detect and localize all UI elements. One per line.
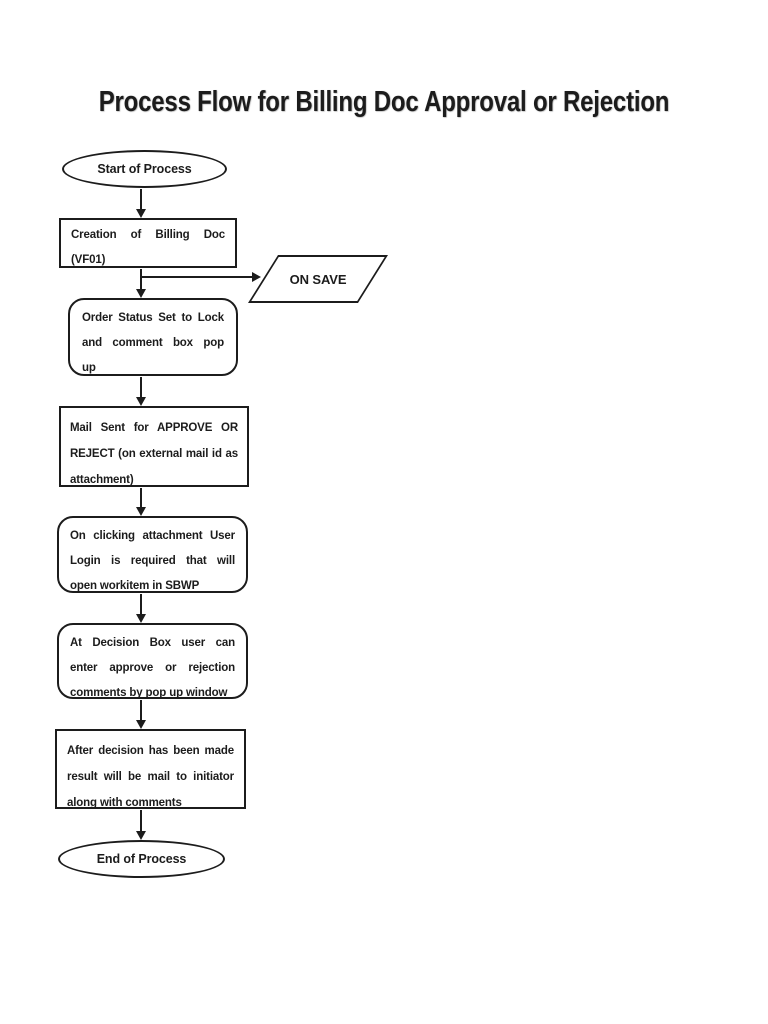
node-text-line: REJECT (on external mail id as <box>70 448 238 460</box>
flow-node-creation-billing-doc: Creation of Billing Doc (VF01) <box>59 218 237 268</box>
arrowhead-down <box>136 720 146 729</box>
arrowhead-down <box>136 614 146 623</box>
page-title: Process Flow for Billing Doc Approval or… <box>98 86 670 118</box>
node-text-line: Mail Sent for APPROVE OR <box>70 422 238 434</box>
node-text-line: Login is required that will <box>70 555 235 567</box>
arrow-line <box>140 189 142 210</box>
connector-start-to-creation <box>136 189 146 218</box>
flow-node-end: End of Process <box>58 840 225 878</box>
node-text-line: Creation of Billing Doc <box>71 229 225 241</box>
connector-decision-to-result-mail <box>136 700 146 729</box>
arrowhead-down <box>136 209 146 218</box>
arrow-line <box>140 810 142 832</box>
arrow-line <box>140 700 142 721</box>
connector-result-mail-to-end <box>136 810 146 840</box>
node-text-line: result will be mail to initiator <box>67 771 234 783</box>
arrowhead-down <box>136 397 146 406</box>
arrowhead-right <box>252 272 261 282</box>
node-text-line: Order Status Set to Lock <box>82 312 224 324</box>
flow-node-order-status-lock: Order Status Set to Lock and comment box … <box>68 298 238 376</box>
node-text-line: (VF01) <box>71 254 106 266</box>
node-text-line: On clicking attachment User <box>70 530 235 542</box>
node-text-line: open workitem in SBWP <box>70 580 200 592</box>
flow-node-result-mail: After decision has been made result will … <box>55 729 246 809</box>
arrowhead-down <box>136 289 146 298</box>
arrow-line <box>142 276 253 278</box>
flow-node-end-label: End of Process <box>96 852 187 866</box>
arrow-line <box>140 488 142 508</box>
connector-order-status-to-mail-sent <box>136 377 146 406</box>
connector-creation-to-order-status <box>136 269 146 298</box>
node-text-line: At Decision Box user can <box>70 637 235 649</box>
flow-node-mail-sent: Mail Sent for APPROVE OR REJECT (on exter… <box>59 406 249 487</box>
node-text-line: up <box>82 362 96 374</box>
node-text-line: and comment box pop <box>82 337 224 349</box>
arrow-line <box>140 269 142 290</box>
connector-creation-to-on-save <box>142 272 261 282</box>
flow-node-on-save-label: ON SAVE <box>289 271 347 287</box>
node-text-line: comments by pop up window <box>70 687 228 699</box>
flow-node-start: Start of Process <box>62 150 227 188</box>
node-text-line: After decision has been made <box>67 745 234 757</box>
flow-node-decision-box: At Decision Box user can enter approve or… <box>57 623 248 699</box>
node-text-line: attachment) <box>70 474 134 486</box>
flow-node-start-label: Start of Process <box>97 162 192 176</box>
connector-mail-sent-to-login <box>136 488 146 516</box>
arrowhead-down <box>136 507 146 516</box>
arrow-line <box>140 377 142 398</box>
node-text-line: along with comments <box>67 797 182 809</box>
arrow-line <box>140 594 142 615</box>
connector-login-to-decision <box>136 594 146 623</box>
arrowhead-down <box>136 831 146 840</box>
node-text-line: enter approve or rejection <box>70 662 235 674</box>
